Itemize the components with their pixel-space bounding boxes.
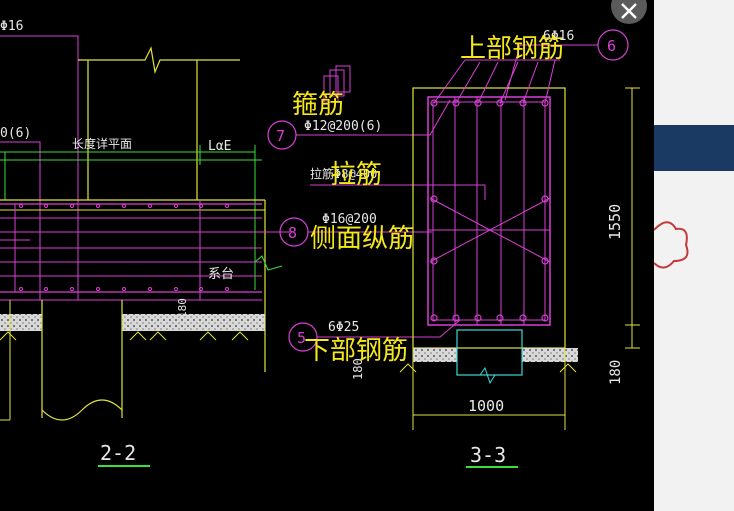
- label-stirrup-spec: Φ12@200(6): [304, 119, 382, 134]
- close-icon: [621, 3, 637, 19]
- callout-8: 8: [288, 224, 297, 242]
- callout-5: 5: [297, 329, 306, 347]
- label-side-spec: Φ16@200: [322, 212, 377, 227]
- annotation-bottom-rebar: 下部钢筋: [304, 336, 409, 366]
- label-top-bars: 6Φ16: [543, 29, 574, 44]
- annotation-side-rebar: 侧面纵筋: [310, 224, 415, 254]
- cad-drawing: Φ16 0(6) 长度详平面 LαE: [0, 19, 640, 468]
- label-bottom-dim-left: 180: [351, 358, 365, 380]
- label-height-dim: 1550: [606, 204, 624, 240]
- callouts: 7 8 5 6: [267, 29, 629, 352]
- section-title-2-2: 2-2: [100, 441, 136, 465]
- annotation-top-rebar: 上部钢筋: [460, 34, 565, 64]
- callout-6: 6: [607, 37, 616, 55]
- annotation-stirrup: 箍筋: [292, 90, 345, 120]
- label-left-stirrup: 0(6): [0, 126, 31, 141]
- annotation-tie-bar: 拉筋: [330, 160, 383, 190]
- label-left-top-rebar: Φ16: [0, 19, 23, 34]
- section-2-2: Φ16 0(6) 长度详平面 LαE: [0, 19, 290, 467]
- label-tie-spec: 拉筋Φ8@400: [310, 166, 377, 181]
- label-bottom-dim: 180: [608, 360, 624, 385]
- label-left-dim: 180: [176, 298, 189, 318]
- label-lae: LαE: [208, 139, 231, 154]
- label-plan: 长度详平面: [72, 136, 132, 151]
- background-header-band: [654, 125, 734, 171]
- section-title-3-3: 3-3: [470, 443, 506, 467]
- label-width-dim: 1000: [468, 397, 504, 415]
- label-bottom-bars: 6Φ25: [328, 320, 359, 335]
- background-cloud-icon: [654, 221, 689, 269]
- callout-7: 7: [276, 127, 285, 145]
- cad-viewer[interactable]: Φ16 0(6) 长度详平面 LαE: [0, 0, 654, 511]
- section-3-3: 1550 180 1000 180 3-3: [351, 59, 640, 468]
- label-tie-beam: 系台: [208, 267, 234, 282]
- stirrup-sketch: [323, 65, 351, 103]
- background-page: [654, 0, 734, 511]
